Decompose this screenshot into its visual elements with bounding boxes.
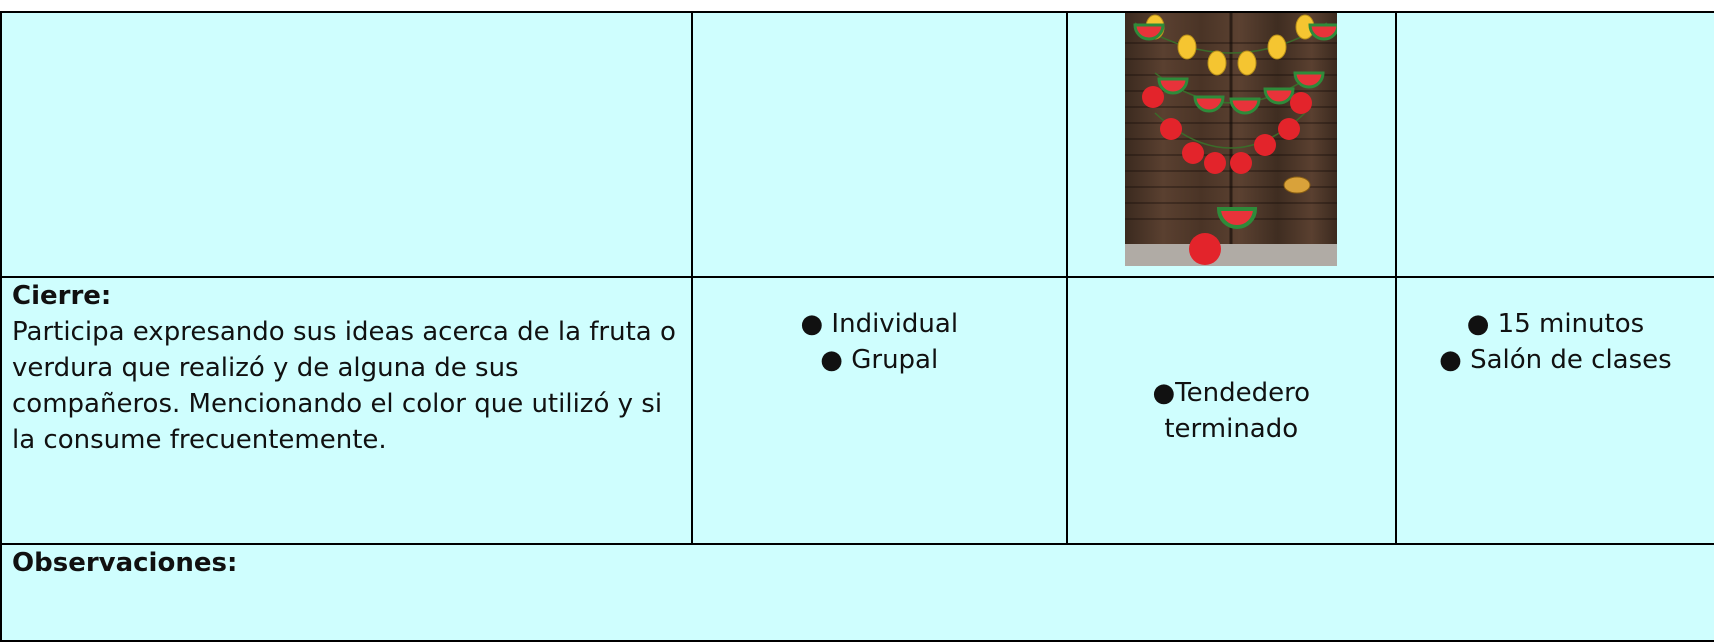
materials-item: terminado bbox=[1164, 413, 1299, 444]
modality-item: ● Grupal bbox=[820, 345, 939, 375]
table-row bbox=[0, 11, 1714, 278]
closing-description: Participa expresando sus ideas acerca de… bbox=[12, 317, 676, 455]
materials-item: ●Tendedero bbox=[1152, 377, 1311, 408]
table-row: Observaciones: bbox=[0, 543, 1714, 642]
observations-cell: Observaciones: bbox=[0, 543, 1714, 642]
time-item: ● 15 minutos bbox=[1466, 309, 1645, 339]
place-item: ● Salón de clases bbox=[1439, 345, 1672, 375]
empty-cell bbox=[1394, 11, 1714, 278]
table-row: Cierre: Participa expresando sus ideas a… bbox=[0, 276, 1714, 545]
empty-cell bbox=[0, 11, 693, 278]
closing-heading: Cierre: bbox=[12, 281, 112, 311]
empty-cell bbox=[690, 11, 1068, 278]
photo-cell bbox=[1065, 11, 1397, 278]
lesson-plan-table: Cierre: Participa expresando sus ideas a… bbox=[0, 11, 1714, 642]
time-place-cell: ● 15 minutos ● Salón de clases bbox=[1394, 276, 1714, 545]
modality-cell: ● Individual ● Grupal bbox=[690, 276, 1068, 545]
observations-heading: Observaciones: bbox=[12, 548, 238, 578]
modality-item: ● Individual bbox=[800, 309, 959, 339]
fruit-garland-door-photo bbox=[1125, 13, 1338, 266]
materials-cell: ●Tendedero terminado bbox=[1065, 276, 1397, 545]
closing-description-cell: Cierre: Participa expresando sus ideas a… bbox=[0, 276, 693, 545]
garland-illustration bbox=[1125, 13, 1338, 266]
